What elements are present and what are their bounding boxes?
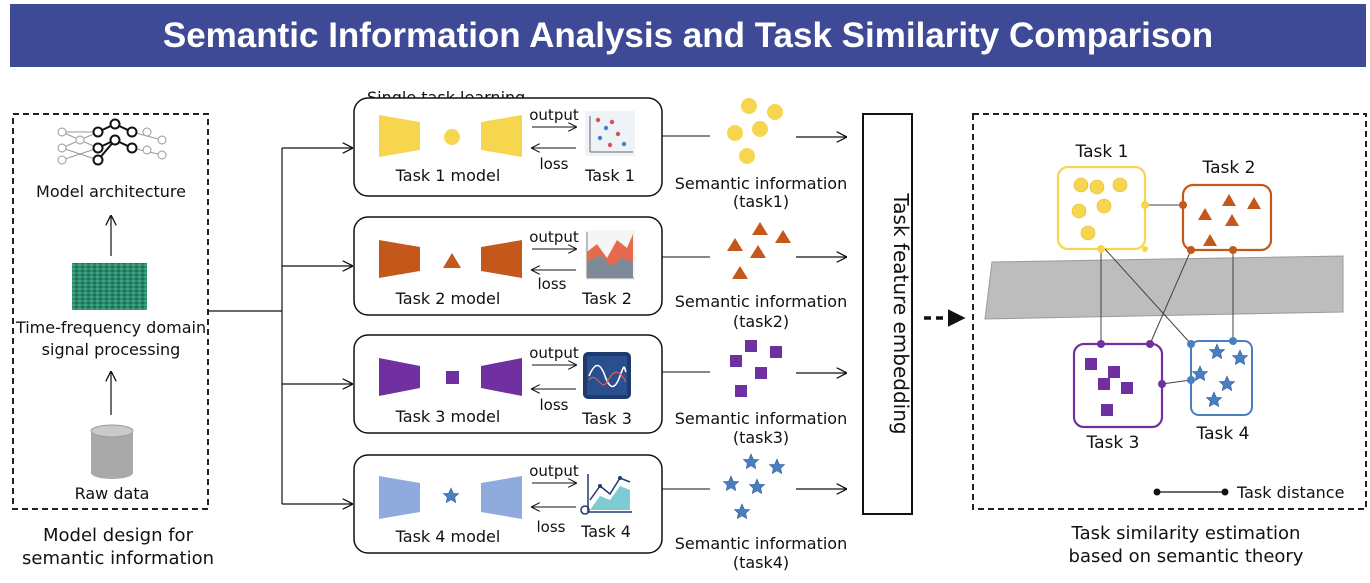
semantic-labels: Semantic information (task1) Semantic in…	[675, 174, 847, 572]
raw-data-label: Raw data	[75, 484, 150, 503]
latent-shape	[443, 253, 461, 268]
task2-cluster-title: Task 2	[1202, 158, 1256, 178]
signal-processing-label-1: Time-frequency domain	[15, 318, 206, 337]
loss-label: loss	[538, 275, 567, 293]
right-caption-2: based on semantic theory	[1069, 546, 1304, 567]
decoder-shape	[481, 476, 522, 519]
task-row-4: Task 4 model output loss Task 4	[353, 454, 663, 554]
output-label: output	[529, 228, 579, 246]
semantic-label: Semantic information	[675, 409, 847, 428]
model-architecture-label: Model architecture	[36, 182, 186, 201]
right-caption-1: Task similarity estimation	[1071, 523, 1301, 544]
task4-cluster-title: Task 4	[1196, 424, 1250, 444]
task-row-2: Task 2 model output loss Task 2	[353, 216, 663, 316]
output-label: output	[529, 106, 579, 124]
task-model-label: Task 1 model	[395, 166, 501, 185]
neural-network-icon	[57, 118, 167, 166]
semantic-sub-label: (task3)	[733, 428, 789, 447]
encoder-shape	[379, 115, 420, 157]
task2-cluster-box	[1181, 183, 1273, 252]
semantic-label: Semantic information	[675, 292, 847, 311]
output-label: output	[529, 462, 579, 480]
decoder-shape	[481, 115, 522, 157]
left-caption-1: Model design for	[43, 525, 194, 546]
task-label: Task 1	[584, 166, 635, 185]
task-similarity-panel	[972, 113, 1367, 510]
distance-endpoints	[1097, 201, 1237, 388]
semantic-label: Semantic information	[675, 534, 847, 553]
task-row-1: Task 1 model output loss Task 1	[353, 97, 663, 197]
semantic-label: Semantic information	[675, 174, 847, 193]
decoder-shape	[481, 358, 522, 396]
signal-processing-label-2: signal processing	[42, 340, 181, 359]
task-feature-embedding-label: Task feature embedding	[889, 192, 913, 434]
wave-monitor-icon	[583, 352, 631, 399]
semantic-sub-label: (task1)	[733, 192, 789, 211]
database-icon	[90, 424, 134, 479]
semantic-cluster-1	[727, 98, 783, 164]
semantic-sub-label: (task2)	[733, 312, 789, 331]
task1-cluster-title: Task 1	[1075, 142, 1129, 162]
task-label: Task 4	[580, 522, 631, 541]
task-model-label: Task 2 model	[395, 289, 501, 308]
task3-cluster-box	[1072, 342, 1164, 429]
task-feature-embedding-box	[862, 113, 913, 515]
loss-label: loss	[540, 155, 569, 173]
legend-label: Task distance	[1236, 483, 1344, 502]
spectrogram-image	[72, 263, 147, 310]
task-label: Task 2	[581, 289, 632, 308]
branch-connectors	[208, 148, 352, 504]
task-row-3: Task 3 model output loss Task 3	[353, 334, 663, 434]
semantic-cluster-3	[730, 340, 782, 397]
semantic-cluster-2	[727, 222, 791, 279]
analytics-chart-icon	[580, 474, 632, 515]
decoder-shape	[481, 240, 522, 278]
task-model-label: Task 4 model	[395, 527, 501, 546]
semantic-sub-label: (task4)	[733, 553, 789, 572]
task3-cluster-title: Task 3	[1086, 433, 1140, 453]
encoder-shape	[379, 240, 420, 278]
task-to-semantic-lines	[662, 135, 710, 490]
latent-shape	[446, 371, 459, 384]
encoder-shape	[379, 358, 420, 396]
output-label: output	[529, 344, 579, 362]
semantic-cluster-4	[723, 453, 785, 519]
loss-label: loss	[537, 518, 566, 536]
page-title: Semantic Information Analysis and Task S…	[10, 4, 1366, 67]
latent-shape	[444, 129, 460, 145]
semantic-to-embedding-arrows	[796, 137, 846, 489]
task-model-label: Task 3 model	[395, 407, 501, 426]
scatter-chart-icon	[585, 111, 635, 156]
task-label: Task 3	[581, 409, 632, 428]
task-distance-legend: Task distance	[1153, 483, 1344, 502]
task-distance-lines	[1100, 204, 1234, 385]
area-chart-icon	[585, 230, 635, 280]
left-caption-2: semantic information	[22, 548, 214, 569]
semantic-plane	[984, 255, 1344, 320]
loss-label: loss	[540, 396, 569, 414]
encoder-shape	[379, 476, 420, 519]
